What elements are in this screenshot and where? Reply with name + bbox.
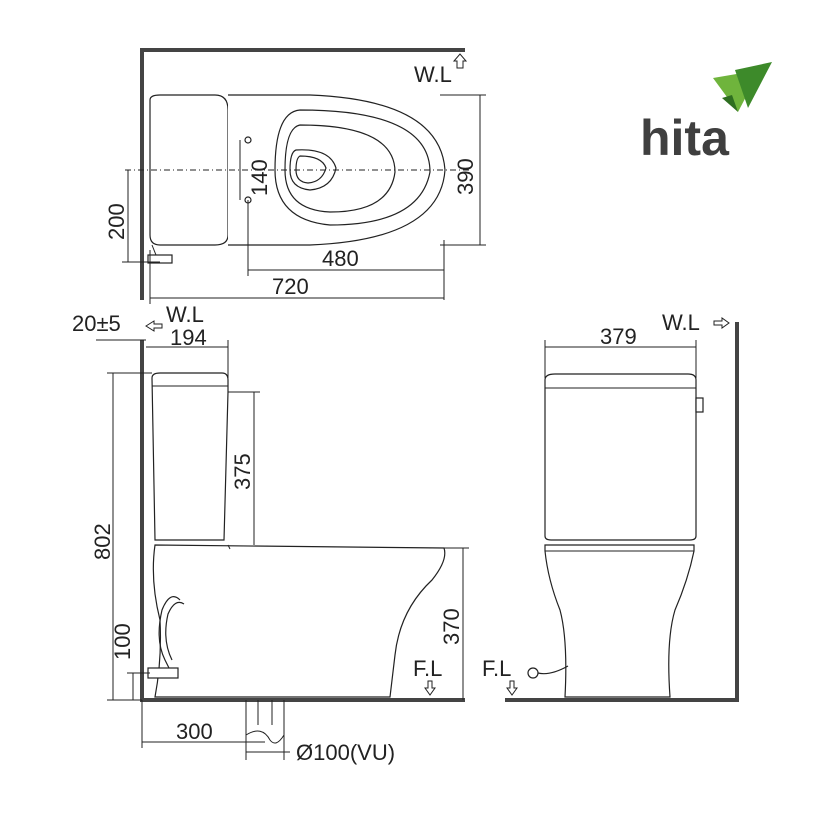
up-arrow-icon — [452, 53, 468, 69]
top-valve-icon — [147, 244, 173, 264]
brand-logo: hita — [640, 62, 772, 166]
brand-name: hita — [640, 110, 730, 166]
dim-194-label: 194 — [170, 325, 207, 350]
dim-200-label: 200 — [104, 203, 129, 240]
right-arrow-icon — [713, 317, 730, 329]
front-tank-outline — [544, 373, 697, 541]
top-view: W.L 390 140 200 — [104, 48, 486, 304]
front-base-outline — [544, 544, 695, 698]
side-tank-outline — [151, 372, 229, 541]
side-view: 20±5 W.L 194 375 802 100 370 — [72, 302, 469, 765]
dim-375-label: 375 — [230, 453, 255, 490]
front-view: W.L 379 F.L — [482, 310, 739, 702]
front-hose — [537, 665, 569, 675]
left-arrow-icon — [145, 320, 163, 332]
front-floor-level-label: F.L — [482, 656, 511, 681]
drain-pipe — [245, 700, 285, 760]
dim-802-label: 802 — [90, 523, 115, 560]
dim-480-label: 480 — [322, 246, 359, 271]
dim-140-label: 140 — [247, 159, 272, 196]
down-arrow-icon — [506, 680, 518, 696]
dim-720-label: 720 — [272, 274, 309, 299]
front-valve-icon — [527, 667, 539, 679]
side-wall-level-label: W.L — [166, 302, 204, 327]
leaf-chevron-icon — [713, 62, 772, 112]
flush-button-icon — [695, 397, 704, 413]
side-bowl-outline — [152, 544, 446, 698]
dim-100-label: 100 — [110, 623, 135, 660]
pipe-label: Ø100(VU) — [296, 740, 395, 765]
bolt-icon — [244, 136, 252, 144]
dim-390-label: 390 — [453, 158, 478, 195]
down-arrow-icon — [424, 680, 436, 696]
dim-300-label: 300 — [176, 719, 213, 744]
top-wall-level-label: W.L — [414, 62, 452, 87]
side-floor-level-label: F.L — [413, 656, 442, 681]
side-valve-icon — [147, 667, 179, 679]
side-hose — [158, 596, 181, 671]
dim-gap-label: 20±5 — [72, 311, 121, 336]
dim-379-label: 379 — [600, 324, 637, 349]
front-wall-level-label: W.L — [662, 310, 700, 335]
dim-370-label: 370 — [439, 608, 464, 645]
top-view-wall — [140, 48, 465, 300]
